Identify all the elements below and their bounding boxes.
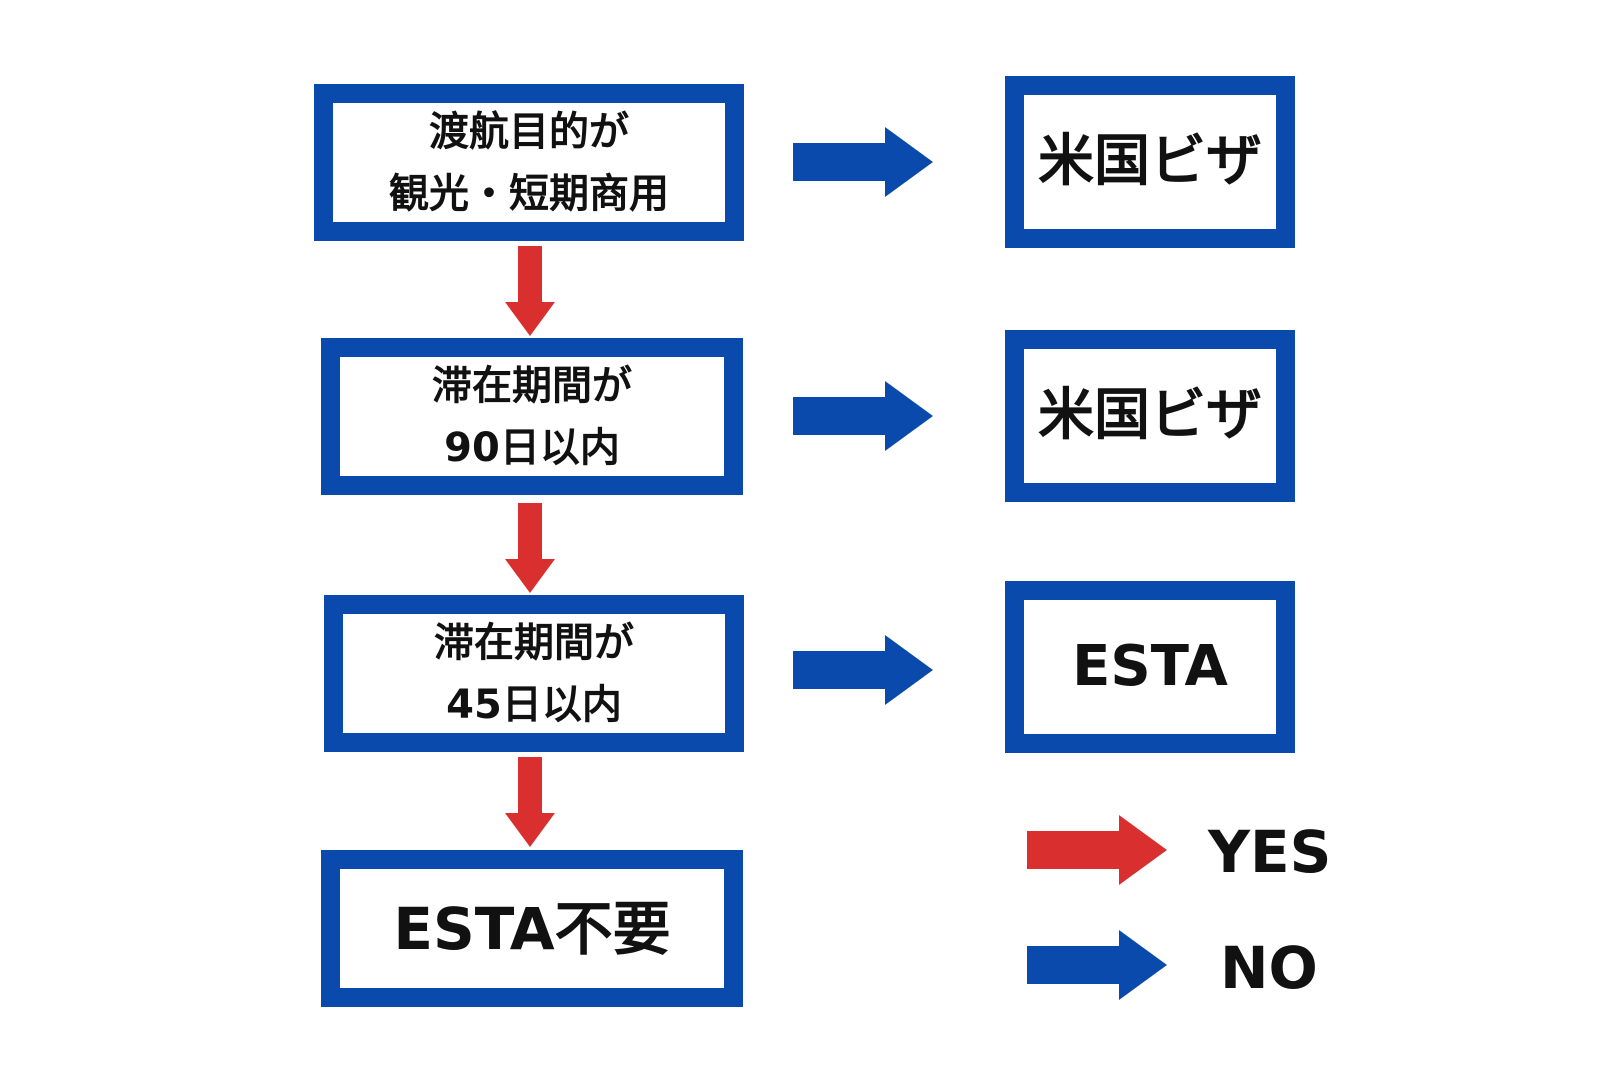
yes-arrow-down-2 xyxy=(505,503,555,593)
question-3-line-2: 45日以内 xyxy=(446,681,622,728)
no-arrow-right-3 xyxy=(793,635,933,705)
final-label: ESTA不要 xyxy=(393,894,671,963)
result-1-label: 米国ビザ xyxy=(1038,129,1262,194)
result-box-us-visa-2: 米国ビザ xyxy=(1005,330,1295,502)
question-box-purpose: 渡航目的が 観光・短期商用 xyxy=(314,84,744,241)
question-box-stay-45-days: 滞在期間が 45日以内 xyxy=(324,595,744,752)
question-1-line-2: 観光・短期商用 xyxy=(389,170,669,217)
question-2-line-1: 滞在期間が xyxy=(432,362,632,409)
no-arrow-right-1 xyxy=(793,127,933,197)
no-arrow-right-2 xyxy=(793,381,933,451)
yes-arrow-down-1 xyxy=(505,246,555,336)
question-box-stay-90-days: 滞在期間が 90日以内 xyxy=(321,338,743,495)
yes-arrow-down-3 xyxy=(505,757,555,847)
final-box-esta-not-required: ESTA不要 xyxy=(321,850,743,1007)
question-2-line-2: 90日以内 xyxy=(444,424,620,471)
result-3-label: ESTA xyxy=(1072,634,1228,699)
result-2-label: 米国ビザ xyxy=(1038,383,1262,448)
legend-yes-arrow xyxy=(1027,815,1167,885)
question-3-line-1: 滞在期間が xyxy=(434,619,634,666)
legend-no-label: NO xyxy=(1220,934,1318,1002)
result-box-esta: ESTA xyxy=(1005,581,1295,753)
legend-no-arrow xyxy=(1027,930,1167,1000)
question-1-line-1: 渡航目的が xyxy=(429,108,629,155)
legend-yes-label: YES xyxy=(1208,818,1332,886)
result-box-us-visa-1: 米国ビザ xyxy=(1005,76,1295,248)
